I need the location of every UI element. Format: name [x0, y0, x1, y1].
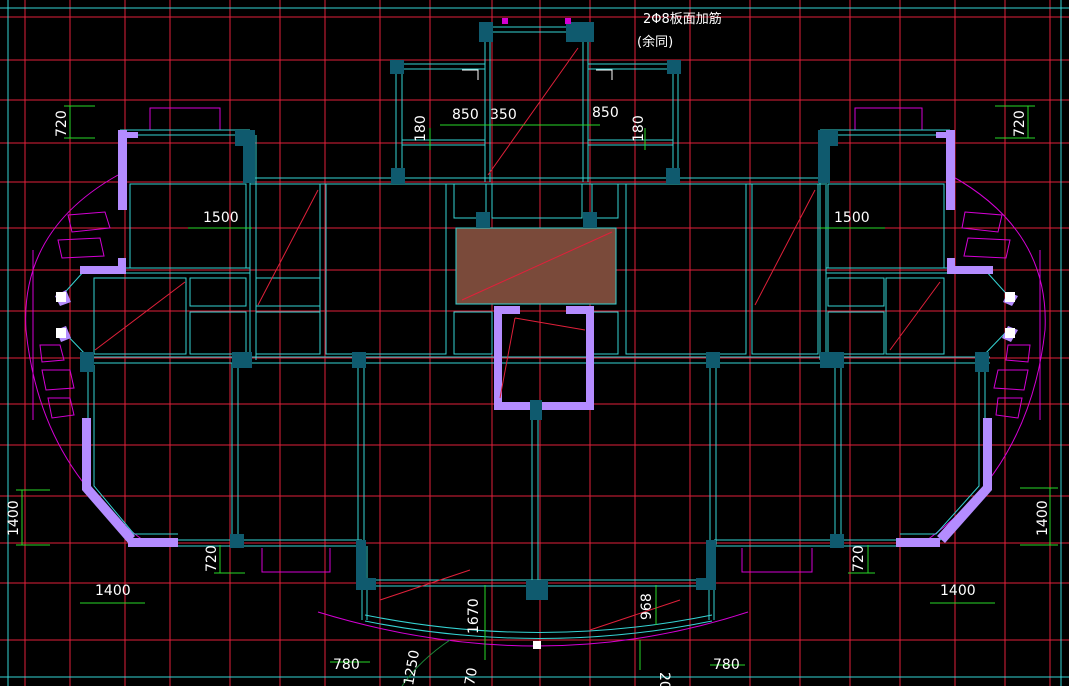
shear-walls — [55, 130, 1018, 547]
dim-968: 968 — [639, 593, 655, 620]
dim-720-right-bottom: 720 — [851, 545, 867, 572]
magenta-markers — [502, 18, 571, 24]
window-blocks — [56, 292, 1015, 649]
dim-1400-right-bottom: 1400 — [940, 583, 976, 599]
dim-180-right: 180 — [631, 115, 647, 142]
slab-diagonals — [94, 47, 941, 631]
dim-780-right: 780 — [713, 657, 740, 673]
columns — [80, 22, 989, 600]
dimension-curve-1250 — [401, 639, 451, 686]
dim-1400-right-side: 1400 — [1035, 500, 1051, 536]
dimension-lines — [16, 105, 1058, 670]
dim-850-left: 850 — [452, 107, 479, 123]
notch-marks — [462, 69, 613, 80]
dim-1250: 1250 — [401, 649, 423, 686]
dim-720-right-top: 720 — [1012, 110, 1028, 137]
note-line-2: (余同) — [637, 34, 673, 50]
dim-720-left-bottom: 720 — [204, 545, 220, 572]
dim-1400-left-bottom: 1400 — [95, 583, 131, 599]
dim-70: 70 — [462, 666, 481, 686]
reinforcement-note: 2Φ8板面加筋 (余同) — [637, 11, 722, 50]
dim-1500-left: 1500 — [203, 210, 239, 226]
dim-350: 350 — [490, 107, 517, 123]
dim-180-left: 180 — [413, 115, 429, 142]
dim-1400-left-side: 1400 — [6, 500, 22, 536]
dim-1500-right: 1500 — [834, 210, 870, 226]
note-line-1: 2Φ8板面加筋 — [643, 11, 722, 27]
dim-200: 200 — [656, 672, 672, 686]
dim-1670: 1670 — [466, 598, 482, 634]
dimension-labels: 720 720 850 350 850 180 180 1500 1500 14… — [6, 105, 1051, 686]
dim-850-right: 850 — [592, 105, 619, 121]
dim-780-left: 780 — [333, 657, 360, 673]
dim-720-left-top: 720 — [54, 110, 70, 137]
